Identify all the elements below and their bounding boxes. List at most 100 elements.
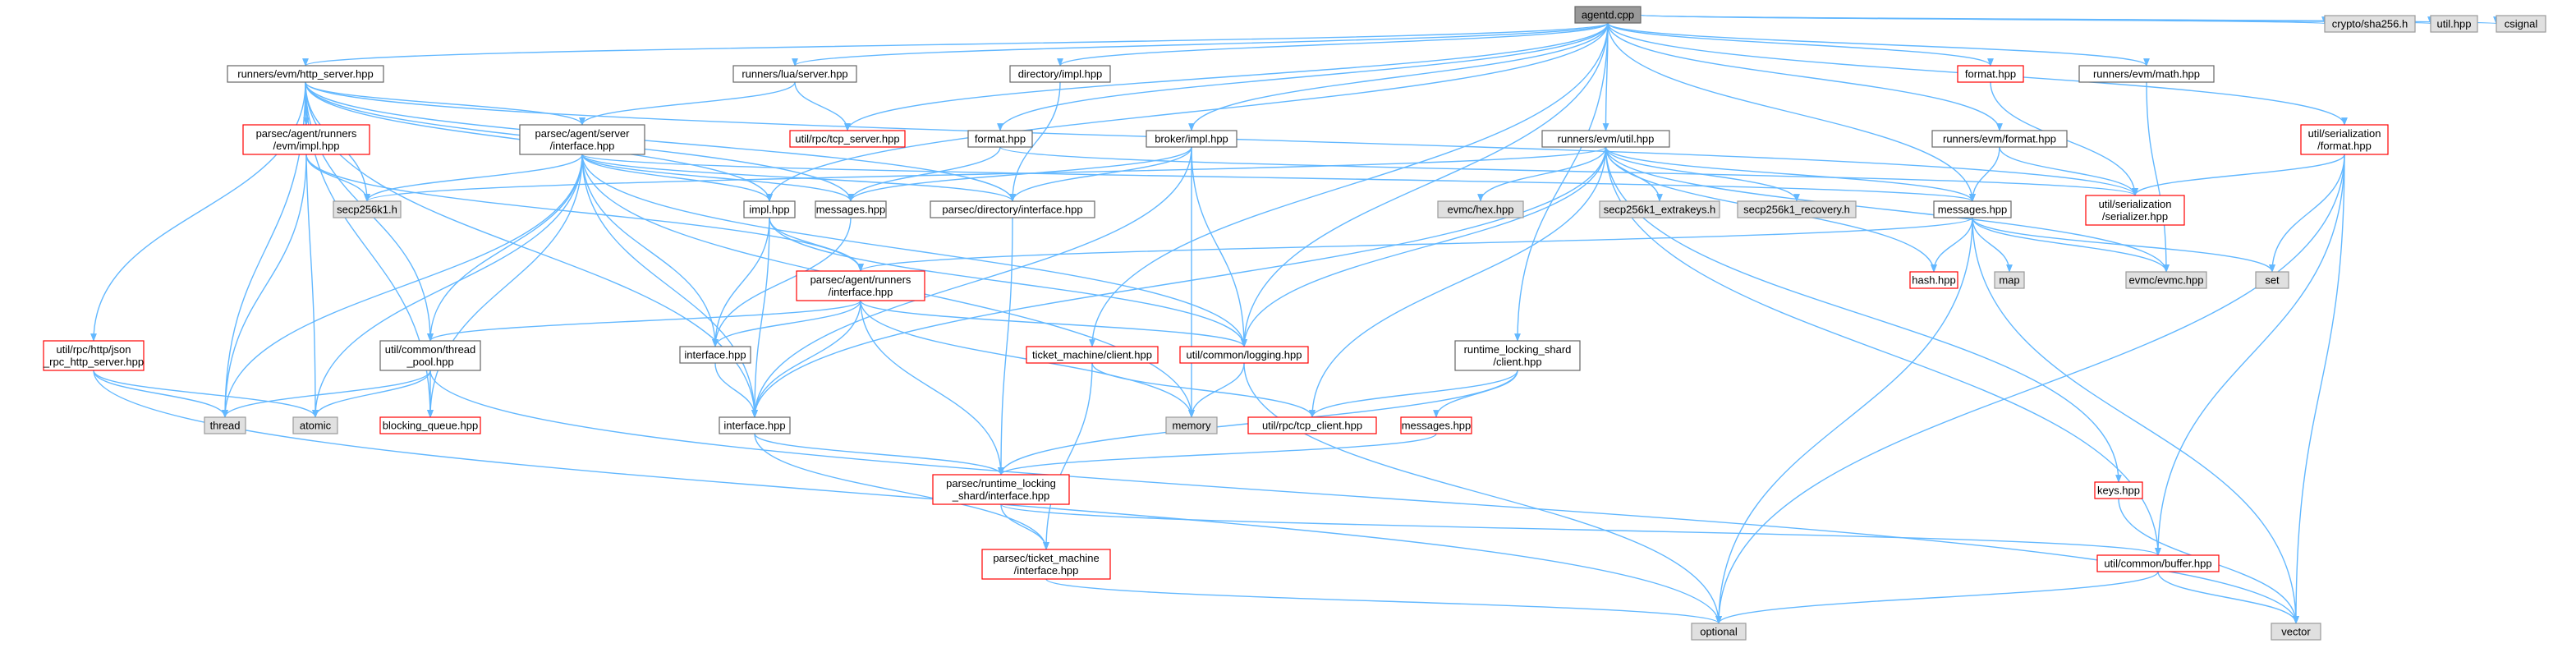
node-agent-server-if[interactable]: parsec/agent/server/interface.hpp (519, 124, 645, 155)
node-label: atomic (300, 420, 332, 432)
node-thread-pool[interactable]: util/common/thread_pool.hpp (379, 340, 481, 371)
node-label: evmc/hex.hpp (1448, 204, 1514, 216)
node-label: util/serialization (2099, 198, 2172, 210)
node-evmc-hex[interactable]: evmc/hex.hpp (1437, 200, 1524, 218)
node-buffer[interactable]: util/common/buffer.hpp (2096, 554, 2220, 572)
node-keys[interactable]: keys.hpp (2094, 481, 2143, 499)
node-tcp-client[interactable]: util/rpc/tcp_client.hpp (1247, 416, 1377, 434)
node-evmc[interactable]: evmc/evmc.hpp (2125, 271, 2207, 289)
node-map[interactable]: map (1994, 271, 2025, 289)
node-http-server[interactable]: runners/evm/http_server.hpp (227, 65, 384, 83)
node-dir-impl[interactable]: directory/impl.hpp (1009, 65, 1111, 83)
node-secp-recov[interactable]: secp256k1_recovery.h (1737, 200, 1857, 218)
node-messages2[interactable]: messages.hpp (1933, 200, 2012, 218)
edge-evm_format-to-messages2 (1969, 146, 2000, 202)
node-secp-extra[interactable]: secp256k1_extrakeys.h (1599, 200, 1720, 218)
node-messages3[interactable]: messages.hpp (1400, 416, 1472, 434)
node-ser-format[interactable]: util/serialization/format.hpp (2300, 124, 2389, 155)
node-label: messages.hpp (1402, 420, 1472, 432)
edge-agent_server_if-to-dir_if (581, 154, 1016, 202)
node-label: util/rpc/http/json (56, 343, 131, 356)
edge-evm_util-to-logging (1241, 146, 1607, 347)
node-interface-small[interactable]: interface.hpp (679, 346, 751, 364)
node-broker-impl[interactable]: broker/impl.hpp (1146, 130, 1237, 148)
node-label: directory/impl.hpp (1018, 68, 1103, 80)
node-dir-if[interactable]: parsec/directory/interface.hpp (930, 200, 1095, 218)
node-evm-util[interactable]: runners/evm/util.hpp (1541, 130, 1670, 148)
edge-broker_impl-to-interface_main (751, 146, 1192, 418)
node-blocking-queue[interactable]: blocking_queue.hpp (379, 416, 481, 434)
node-vector[interactable]: vector (2271, 623, 2321, 641)
edge-agentd-to-tcp_server (844, 22, 1609, 131)
node-json-rpc[interactable]: util/rpc/http/json_rpc_http_server.hpp (43, 340, 145, 371)
node-box (1994, 271, 2025, 289)
node-thread[interactable]: thread (204, 416, 246, 434)
node-tcp-server[interactable]: util/rpc/tcp_server.hpp (789, 130, 906, 148)
node-set[interactable]: set (2255, 271, 2289, 289)
edge-messages2-to-optional (1715, 217, 1973, 624)
node-label: /serializer.hpp (2102, 210, 2168, 223)
node-serializer[interactable]: util/serialization/serializer.hpp (2085, 195, 2185, 226)
node-evm-math[interactable]: runners/evm/math.hpp (2078, 65, 2215, 83)
node-tm-if[interactable]: parsec/ticket_machine/interface.hpp (981, 549, 1111, 580)
node-evm-format[interactable]: runners/evm/format.hpp (1931, 130, 2068, 148)
node-box (1599, 200, 1720, 218)
edge-buffer-to-vector (2157, 571, 2299, 624)
edge-agent_server_if-to-messages1 (581, 154, 854, 202)
node-runners-if[interactable]: parsec/agent/runners/interface.hpp (796, 270, 925, 301)
node-box (1146, 130, 1237, 148)
node-util-hpp[interactable]: util.hpp (2430, 15, 2478, 33)
edge-http_server-to-dir_if (305, 81, 1016, 202)
node-lua-server[interactable]: runners/lua/server.hpp (732, 65, 857, 83)
edge-messages2-to-map (1972, 217, 2013, 273)
node-evm-impl[interactable]: parsec/agent/runners/evm/impl.hpp (242, 124, 370, 155)
node-interface-main[interactable]: interface.hpp (719, 416, 791, 434)
node-box (932, 474, 1070, 505)
node-impl-hpp[interactable]: impl.hpp (743, 200, 796, 218)
edge-runners_if-to-thread_pool (427, 300, 861, 342)
edge-logging-to-memory (1188, 362, 1245, 418)
node-box (1454, 340, 1581, 371)
node-label: parsec/runtime_locking (946, 477, 1056, 489)
node-box (2496, 15, 2546, 33)
node-label: runners/evm/http_server.hpp (237, 68, 373, 80)
node-box (719, 416, 791, 434)
node-logging[interactable]: util/common/logging.hpp (1179, 346, 1309, 364)
node-secp256k1[interactable]: secp256k1.h (333, 200, 402, 218)
node-ticket-client[interactable]: ticket_machine/client.hpp (1026, 346, 1159, 364)
edge-agent_server_if-to-interface_main (581, 154, 758, 418)
edge-broker_impl-to-messages1 (847, 146, 1192, 202)
node-csignal[interactable]: csignal (2496, 15, 2546, 33)
node-box (743, 200, 796, 218)
node-atomic[interactable]: atomic (292, 416, 338, 434)
edge-json_rpc-to-thread (93, 370, 228, 418)
edge-impl_hpp-to-interface_main (751, 217, 770, 418)
edge-agent_server_if-to-thread (222, 154, 583, 418)
node-memory[interactable]: memory (1165, 416, 1218, 434)
edge-agentd-to-evm_math (1607, 22, 2150, 67)
edge-evm_util-to-messages2 (1605, 146, 1976, 202)
edge-format_hpp-to-serializer (999, 146, 2138, 196)
node-format-red[interactable]: format.hpp (1957, 65, 2024, 83)
edge-agentd-to-format_hpp (997, 22, 1609, 131)
node-format-hpp[interactable]: format.hpp (967, 130, 1033, 148)
node-sha256[interactable]: crypto/sha256.h (2324, 15, 2416, 33)
node-label: /interface.hpp (829, 286, 893, 298)
node-label: parsec/agent/runners (256, 127, 357, 140)
node-rls-client[interactable]: runtime_locking_shard/client.hpp (1454, 340, 1581, 371)
edge-ser_format-to-set (2269, 154, 2345, 273)
edge-messages2-to-hash_hpp (1931, 217, 1973, 273)
edge-dir_if-to-rls_if (998, 217, 1013, 476)
edge-agentd-to-format_red (1607, 22, 1994, 67)
edge-agentd-to-lua_server (792, 22, 1609, 67)
node-rls-if[interactable]: parsec/runtime_locking_shard/interface.h… (932, 474, 1070, 505)
node-box (2255, 271, 2289, 289)
edge-interface_small-to-interface_main (714, 362, 758, 418)
node-optional[interactable]: optional (1691, 623, 1747, 641)
edge-messages1-to-interface_small (712, 217, 852, 347)
node-messages1[interactable]: messages.hpp (815, 200, 887, 218)
node-agentd[interactable]: agentd.cpp (1574, 6, 1642, 24)
node-hash-hpp[interactable]: hash.hpp (1909, 271, 1958, 289)
node-box (227, 65, 384, 83)
edge-json_rpc-to-atomic (93, 370, 319, 418)
